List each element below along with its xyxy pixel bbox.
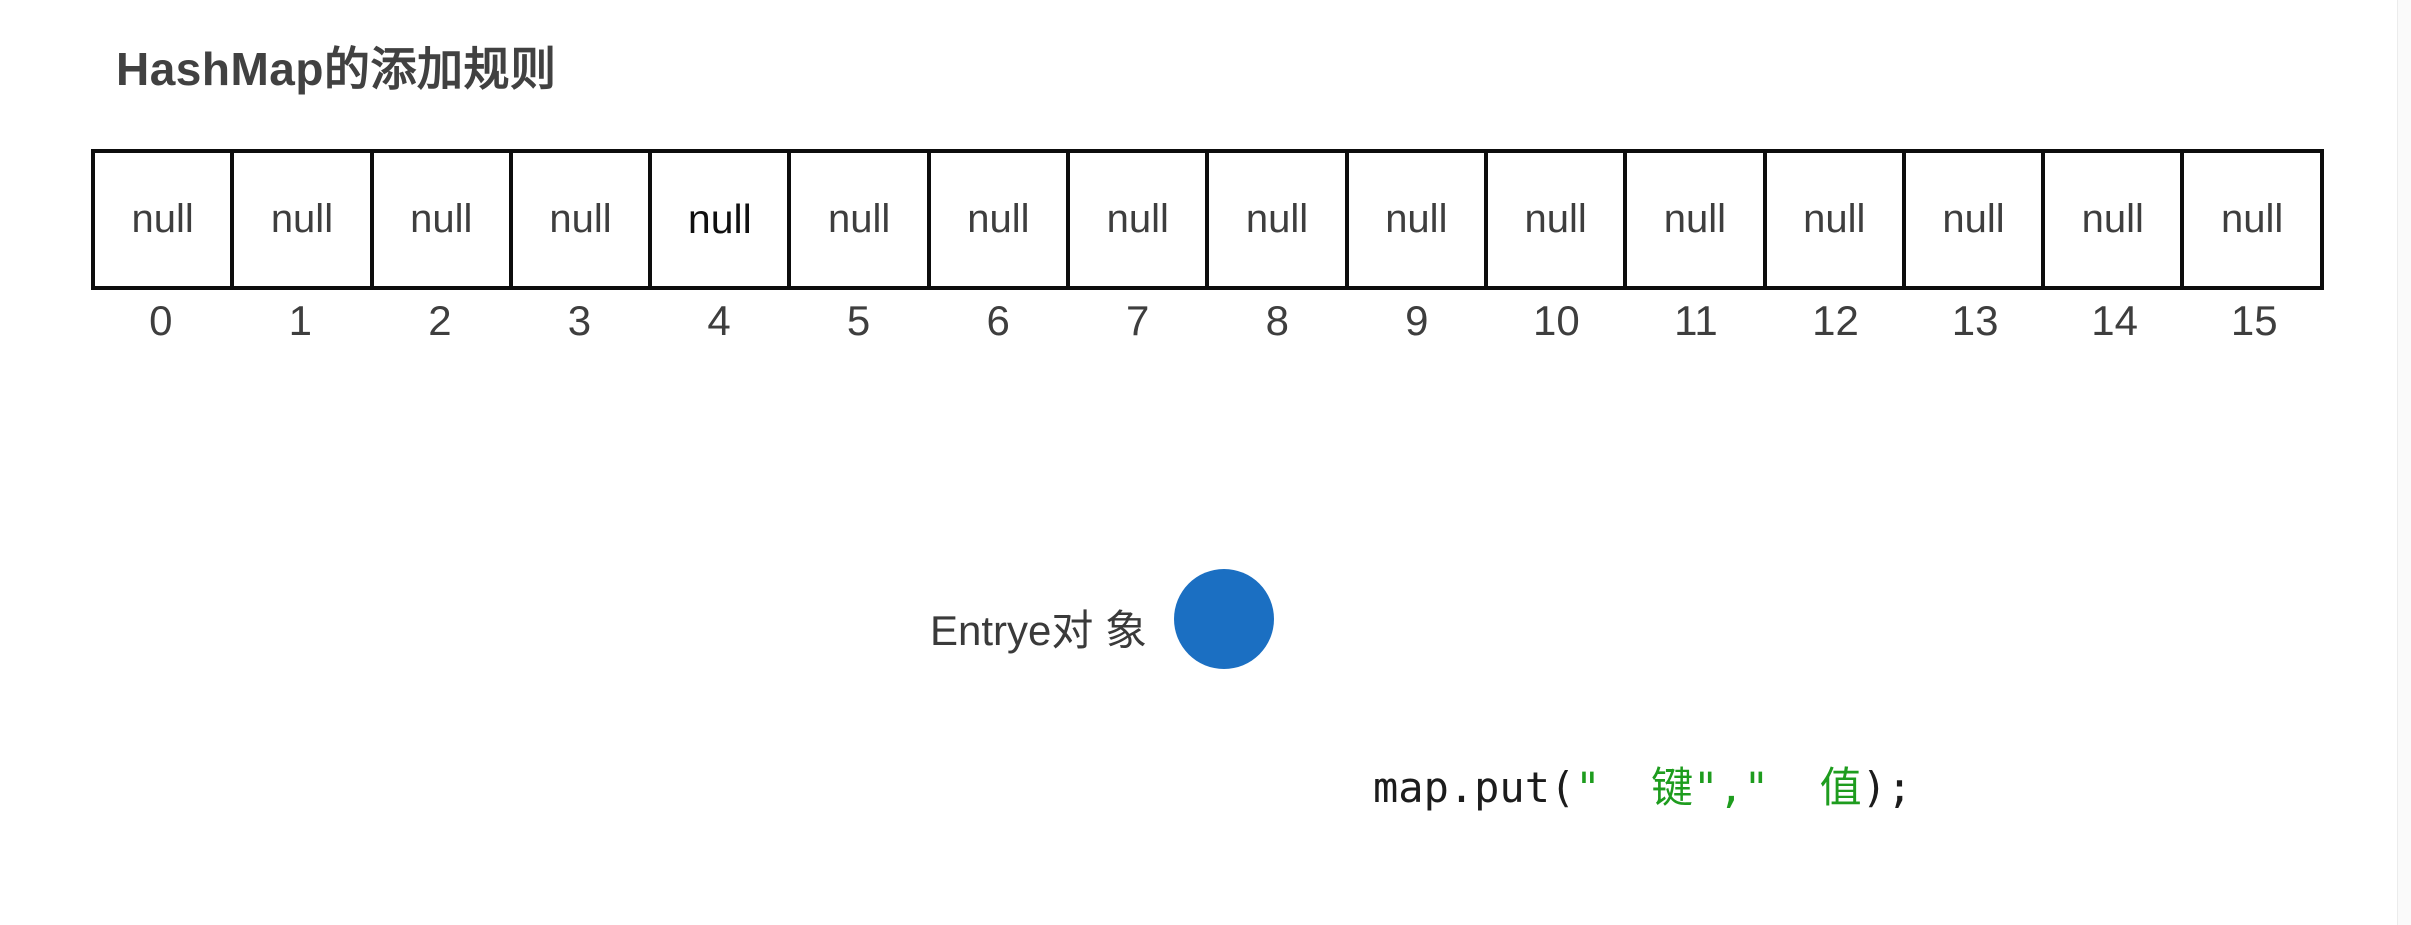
array-index-11: 11 <box>1674 297 1718 344</box>
array-index-5: 5 <box>846 297 871 344</box>
array-cell-13: null <box>1901 149 2046 290</box>
array-cell-9: null <box>1344 149 1488 290</box>
array-index-2: 2 <box>428 297 452 344</box>
page-title: HashMap的添加规则 <box>116 43 557 95</box>
array-cell-10: null <box>1483 149 1628 290</box>
array-cell-11: null <box>1623 149 1767 290</box>
array-cell-1: null <box>230 149 374 290</box>
array-cell-8: null <box>1205 149 1349 290</box>
array-index-8: 8 <box>1265 297 1289 344</box>
code-line: map.put(" 键"," 值); <box>1373 760 1912 816</box>
array-index-14: 14 <box>2091 297 2139 344</box>
array-index-1: 1 <box>288 297 313 344</box>
array-cell-15: null <box>2180 149 2324 290</box>
array-cell-2: null <box>369 149 513 290</box>
array-cell-12: null <box>1762 149 1906 290</box>
code-segment-0: map.put( <box>1373 763 1576 812</box>
array-cell-3: null <box>508 149 653 290</box>
entry-object-label: Entrye对 象 <box>930 607 1148 654</box>
array-index-9: 9 <box>1405 297 1429 344</box>
entry-object-circle <box>1174 569 1274 669</box>
array-index-4: 4 <box>707 297 731 344</box>
array-index-13: 13 <box>1951 297 1999 344</box>
code-segment-1: " 键"," 值 <box>1575 763 1862 812</box>
array-cell-7: null <box>1066 149 1210 290</box>
array-cell-6: null <box>926 149 1071 290</box>
array-index-12: 12 <box>1812 297 1859 344</box>
array-index-6: 6 <box>986 297 1010 344</box>
array-cell-14: null <box>2041 149 2185 290</box>
array-index-7: 7 <box>1126 297 1150 344</box>
code-segment-2: ); <box>1861 763 1913 812</box>
array-cell-5: null <box>787 149 931 290</box>
array-index-3: 3 <box>567 297 592 344</box>
array-index-10: 10 <box>1533 297 1580 344</box>
array-index-15: 15 <box>2230 297 2278 344</box>
right-edge-divider <box>2397 0 2411 925</box>
array-cell-4: null <box>648 149 792 290</box>
array-index-0: 0 <box>149 297 173 344</box>
array-cell-0: null <box>91 149 235 290</box>
